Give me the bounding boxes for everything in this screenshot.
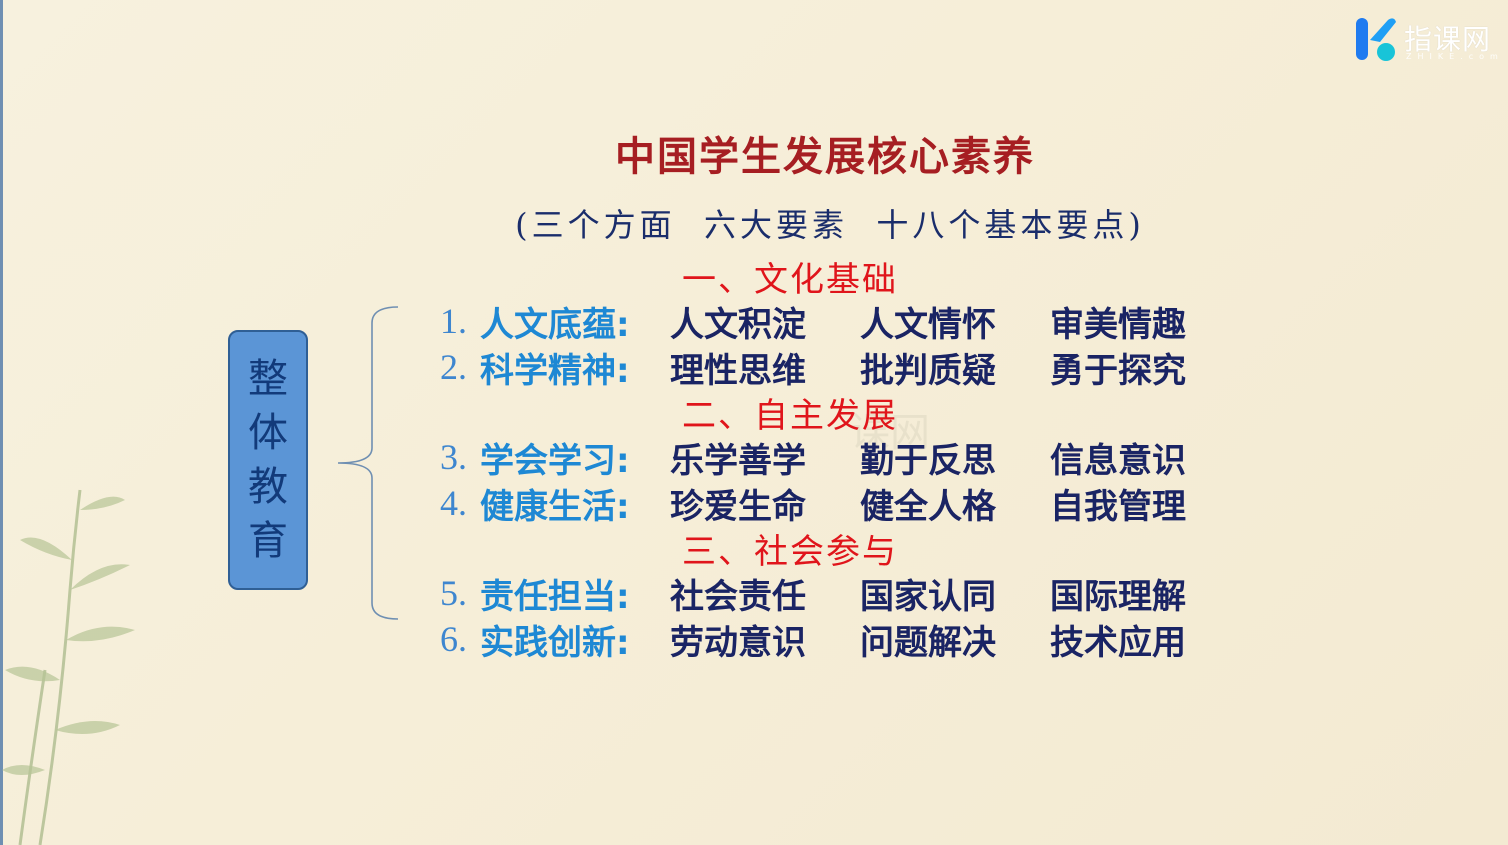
section-heading: 三、社会参与 [682,532,898,572]
list-item: 3. 学会学习: 乐学善学 勤于反思 信息意识 [440,434,1240,481]
row-item: 信息意识 [1050,440,1186,481]
logo-k-icon [1356,18,1396,61]
left-frame-edge [0,0,3,845]
page-title: 中国学生发展核心素养 [615,134,1035,180]
whole-education-box: 整 体 教 育 [228,330,308,590]
logo-name: 指课网 [1404,23,1492,56]
row-item: 人文情怀 [860,304,996,345]
row-item: 社会责任 [670,576,806,617]
side-box-char: 体 [248,410,288,456]
row-number: 2. [440,347,467,387]
row-item: 勇于探究 [1050,350,1186,391]
row-item: 劳动意识 [670,622,806,663]
row-label: 科学精神: [480,350,630,391]
section-heading: 二、自主发展 [682,396,898,436]
logo-subtitle: ZHIKE.com [1406,52,1504,61]
list-item: 6. 实践创新: 劳动意识 问题解决 技术应用 [440,616,1240,663]
row-number: 1. [440,301,467,341]
row-item: 人文积淀 [670,304,806,345]
row-label: 学会学习: [480,440,630,481]
row-label: 实践创新: [480,622,630,663]
row-label: 人文底蕴: [480,304,630,345]
curly-brace-icon [337,306,399,620]
row-item: 国家认同 [860,576,996,617]
row-item: 问题解决 [860,622,996,663]
row-item: 乐学善学 [670,440,806,481]
row-number: 3. [440,437,467,477]
row-item: 珍爱生命 [670,486,806,527]
row-item: 健全人格 [860,486,996,527]
row-item: 自我管理 [1050,486,1186,527]
side-box-char: 教 [248,464,288,510]
row-item: 批判质疑 [860,350,996,391]
side-box-char: 育 [248,518,288,564]
list-item: 5. 责任担当: 社会责任 国家认同 国际理解 [440,570,1240,617]
page-subtitle: (三个方面 六大要素 十八个基本要点) [515,206,1145,244]
section-heading: 一、文化基础 [682,260,898,300]
list-item: 2. 科学精神: 理性思维 批判质疑 勇于探究 [440,344,1240,391]
row-item: 审美情趣 [1050,304,1186,345]
row-item: 理性思维 [670,350,806,391]
logo: 指课网 ZHIKE.com [1354,16,1504,66]
list-item: 4. 健康生活: 珍爱生命 健全人格 自我管理 [440,480,1240,527]
side-box-char: 整 [248,356,288,402]
watermark: 课网 [850,410,930,456]
row-number: 6. [440,619,467,659]
row-number: 5. [440,573,467,613]
row-label: 责任担当: [480,576,630,617]
row-item: 勤于反思 [860,440,996,481]
row-number: 4. [440,483,467,523]
list-item: 1. 人文底蕴: 人文积淀 人文情怀 审美情趣 [440,298,1240,345]
row-label: 健康生活: [480,486,630,527]
row-item: 技术应用 [1050,622,1186,663]
row-item: 国际理解 [1050,576,1186,617]
bamboo-decoration-icon [2,489,135,845]
